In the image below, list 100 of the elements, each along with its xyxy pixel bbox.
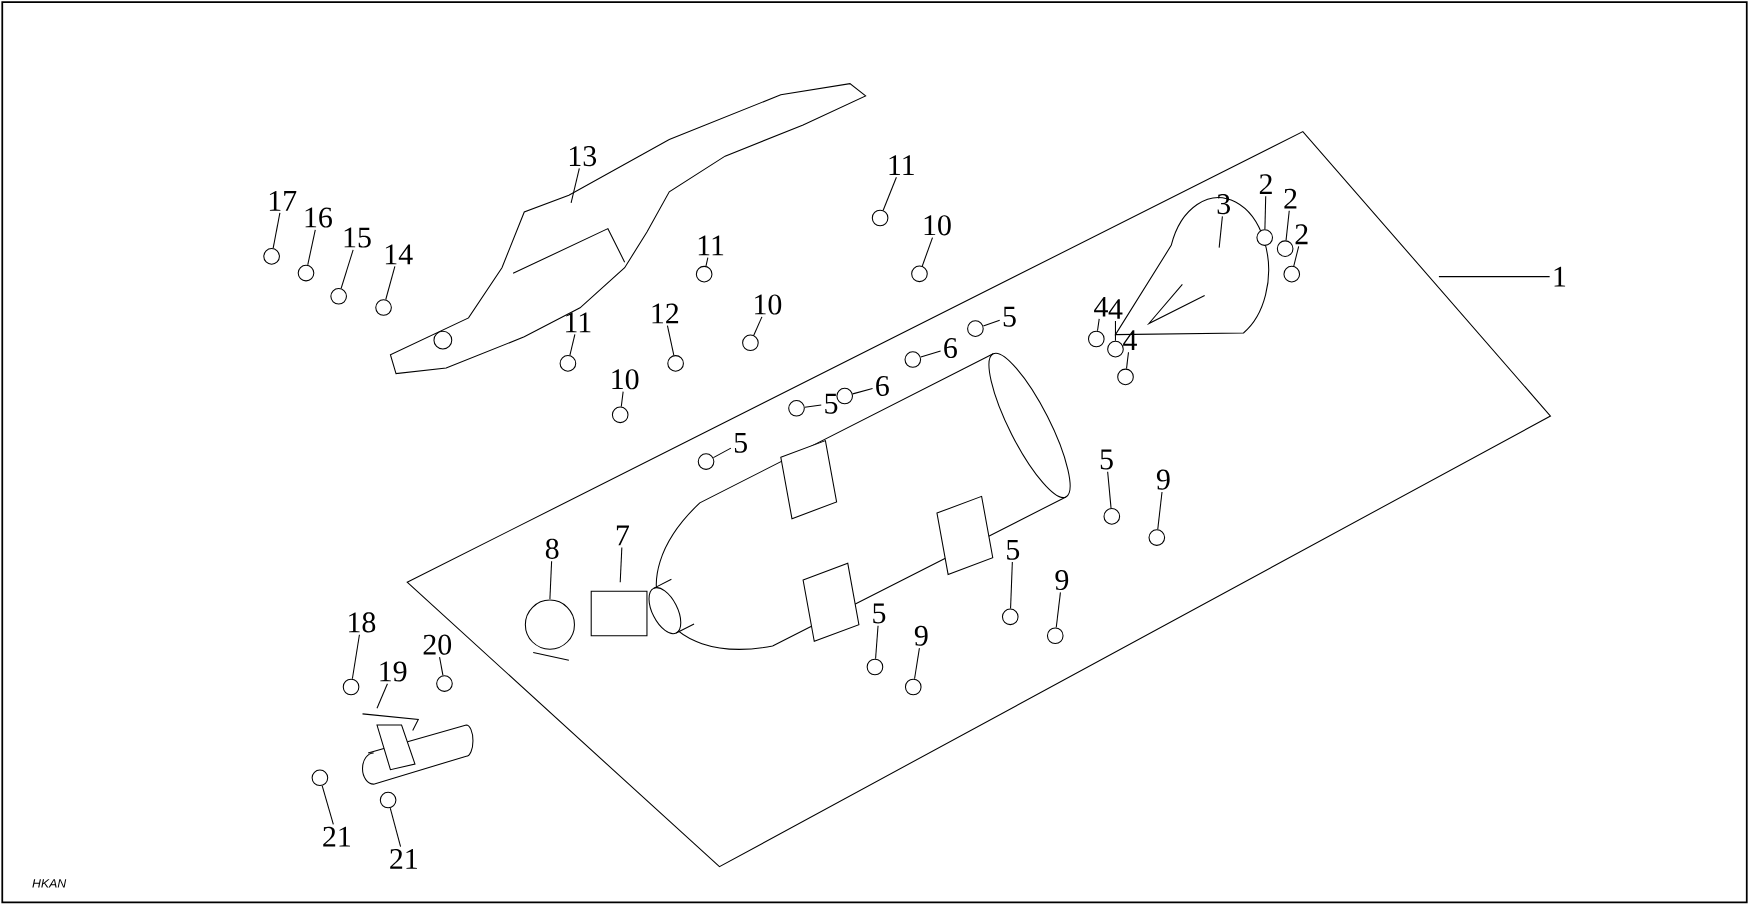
leader-line: [666, 325, 675, 357]
callout-number: 9: [914, 625, 928, 647]
callout-number: 13: [569, 146, 597, 167]
leader-line: [712, 447, 732, 459]
leader-line: [1218, 216, 1223, 249]
leader-line: [852, 388, 874, 395]
callout-number: 20: [423, 634, 452, 655]
part-symbol: [1107, 341, 1124, 358]
callout-number: 19: [380, 661, 407, 682]
leader-line: [882, 176, 897, 211]
callout-number: 2: [1284, 188, 1297, 209]
callout-number: 1: [1554, 266, 1566, 287]
callout-number: 5: [1003, 307, 1016, 327]
callout-number: 11: [698, 235, 724, 256]
leader-line: [1285, 210, 1290, 242]
leader-line: [1438, 276, 1551, 278]
part-symbol: [342, 678, 360, 696]
leader-line: [549, 560, 553, 600]
leader-line: [753, 316, 763, 336]
leader-line: [982, 319, 1001, 327]
leader-line: [1096, 318, 1100, 332]
part-symbol: [904, 678, 922, 696]
callout-number: 4: [1108, 299, 1123, 320]
callout-number: 17: [269, 191, 297, 211]
callout-number: 21: [323, 826, 350, 847]
callout-number: 11: [566, 312, 591, 333]
callout-number: 10: [924, 215, 951, 236]
callout-number: 5: [734, 433, 747, 453]
part-symbol: [1001, 608, 1019, 626]
callout-number: 5: [873, 603, 886, 624]
leader-line: [307, 229, 316, 266]
callout-number: 16: [305, 207, 332, 228]
leader-line: [1264, 195, 1267, 230]
drawing-code: HKAN: [32, 879, 67, 888]
part-symbol: [904, 351, 922, 369]
part-symbol: [836, 387, 854, 405]
part-symbol: [611, 406, 629, 424]
leader-line: [321, 785, 334, 826]
callout-number: 10: [612, 369, 639, 390]
part-symbol: [436, 675, 453, 693]
part-symbol: [375, 299, 392, 317]
callout-number: 5: [825, 394, 838, 414]
part-symbol: [1046, 627, 1064, 645]
leader-line: [351, 634, 360, 680]
callout-number: 2: [1259, 174, 1272, 195]
callout-number: 8: [545, 538, 559, 560]
part-symbol: [1088, 330, 1105, 348]
callout-number: 15: [344, 227, 371, 248]
leader-line: [569, 334, 576, 357]
leader-line: [1055, 592, 1061, 629]
leader-line: [376, 683, 388, 710]
part-symbol: [911, 265, 928, 283]
leader-line: [914, 647, 920, 680]
leader-line: [1293, 246, 1300, 267]
callout-number: 6: [876, 376, 889, 397]
callout-number: 11: [889, 155, 914, 176]
part-symbol: [742, 334, 759, 352]
callout-number: 7: [616, 525, 630, 546]
leader-line: [620, 391, 624, 408]
part-symbol: [311, 769, 329, 787]
callout-number: 9: [1055, 570, 1069, 591]
part-symbol: [330, 288, 347, 305]
part-symbol: [788, 400, 805, 417]
callout-number: 5: [1100, 449, 1113, 470]
callout-number: 4: [1123, 330, 1137, 351]
part-symbol: [1103, 508, 1121, 525]
leader-line: [1010, 561, 1013, 610]
leader-line: [619, 547, 623, 583]
leader-line: [272, 212, 281, 249]
part-symbol: [871, 209, 889, 227]
callout-number: 9: [1156, 469, 1170, 490]
callout-number: 10: [755, 294, 782, 315]
part-symbol: [263, 248, 280, 265]
part-symbol: [667, 355, 684, 372]
callout-number: 14: [385, 244, 413, 265]
leader-line: [921, 237, 934, 267]
leader-line: [804, 404, 822, 408]
leader-line: [920, 350, 942, 358]
part-symbol: [697, 453, 715, 471]
part-symbol: [1256, 229, 1274, 247]
part-symbol: [1283, 266, 1301, 283]
leader-line: [570, 168, 580, 204]
part-symbol: [967, 320, 984, 338]
leader-line: [385, 266, 396, 301]
leader-line: [439, 656, 444, 677]
part-symbol: [379, 791, 397, 809]
callout-number: 3: [1217, 194, 1230, 215]
callout-number: 4: [1094, 297, 1108, 317]
leader-line: [875, 625, 879, 660]
callout-number: 2: [1295, 224, 1308, 245]
callout-number: 18: [349, 612, 376, 633]
leader-line: [389, 807, 402, 848]
part-symbol: [1117, 368, 1134, 386]
part-symbol: [866, 658, 884, 676]
part-symbol: [1148, 529, 1166, 547]
leader-line: [1107, 471, 1112, 509]
part-symbol: [695, 266, 713, 283]
callout-number: 21: [390, 849, 417, 869]
leader-line: [1126, 352, 1129, 370]
callout-number: 6: [944, 338, 957, 359]
